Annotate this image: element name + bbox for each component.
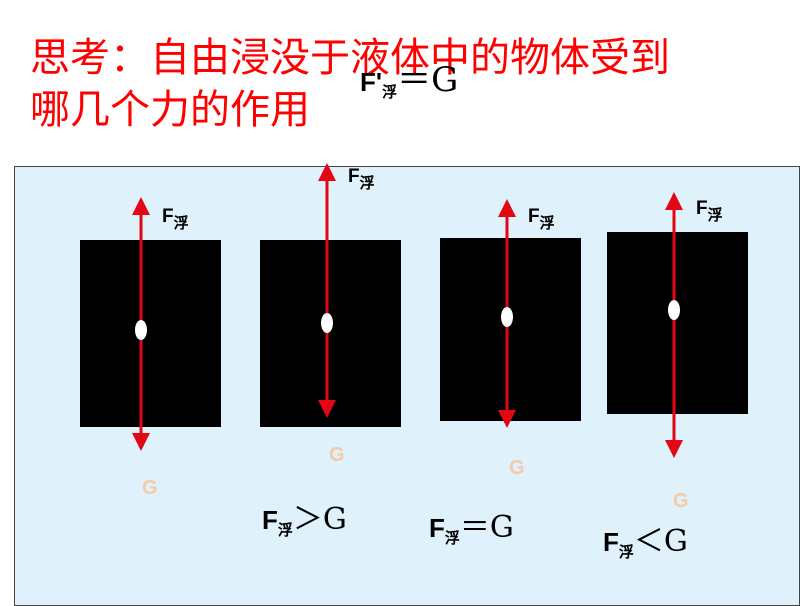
center-point-1 [135,320,147,340]
center-point-4 [668,300,680,320]
object-block-2 [260,240,401,427]
gravity-label-2: G [329,444,345,466]
buoyancy-label-3: F浮 [528,206,555,232]
object-block-4 [607,232,748,414]
buoyancy-label-2: F浮 [348,166,375,192]
center-point-3 [501,307,513,327]
question-line-2: 哪几个力的作用 [30,87,310,133]
relation-greater: F浮＞G [262,502,347,539]
relation-less: F浮＜G [603,524,688,561]
overlay-sub: 浮 [382,83,398,101]
gravity-label-4: G [673,490,689,512]
gravity-label-1: G [142,477,158,499]
object-block-3 [440,238,581,421]
overlay-formula: F'浮＝G [360,52,458,102]
question-title: 思考：自由浸没于液体中的物体受到 哪几个力的作用 [30,32,790,136]
question-line-1: 思考：自由浸没于液体中的物体受到 [30,35,670,81]
overlay-f: F' [360,67,383,97]
buoyancy-label-1: F浮 [162,206,189,232]
relation-equal: F浮＝G [429,510,514,547]
overlay-rest: ＝G [397,60,459,100]
object-block-1 [80,240,221,427]
gravity-label-3: G [509,457,525,479]
buoyancy-label-4: F浮 [696,198,723,224]
center-point-2 [321,313,333,333]
